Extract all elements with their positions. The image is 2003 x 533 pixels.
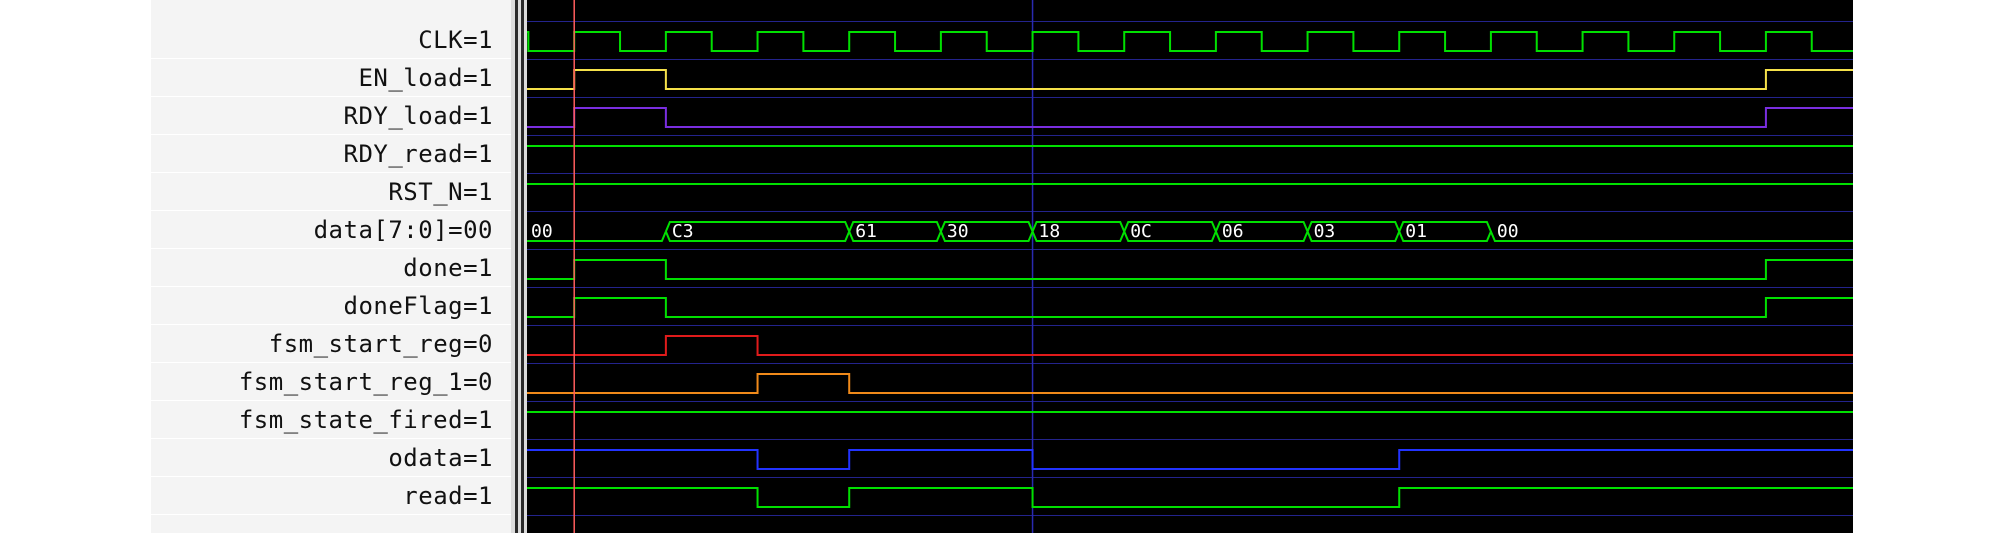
signal-trace	[527, 107, 1853, 128]
waveform-en-load[interactable]	[527, 69, 1853, 90]
signal-value: =00	[448, 216, 493, 244]
clock-trace	[527, 31, 1853, 52]
signal-name: RDY_load	[343, 102, 464, 130]
signal-value: =1	[463, 26, 493, 54]
signal-name: RDY_read	[343, 140, 464, 168]
bus-segment	[1214, 221, 1309, 242]
signal-row-rdy-load[interactable]: RDY_load=1	[151, 98, 511, 135]
signal-trace	[527, 373, 1853, 394]
row-gridlines	[527, 21, 1853, 516]
signal-row-fsm-state-fired[interactable]: fsm_state_fired=1	[151, 402, 511, 439]
signal-value: =1	[463, 406, 493, 434]
signal-row-fsm-start-reg-1[interactable]: fsm_start_reg_1=0	[151, 364, 511, 401]
signal-name: EN_load	[358, 64, 464, 92]
signal-value: =1	[463, 102, 493, 130]
splitter-grip-line	[515, 0, 518, 533]
bus-segment	[1031, 221, 1126, 242]
signal-row-rdy-read[interactable]: RDY_read=1	[151, 136, 511, 173]
signal-value: =1	[463, 444, 493, 472]
signal-value: =1	[463, 254, 493, 282]
signal-value: =1	[463, 140, 493, 168]
signal-value: =1	[463, 178, 493, 206]
bus-value-label: 61	[855, 221, 877, 242]
waveform-doneflag[interactable]	[527, 297, 1853, 318]
signal-row-rst-n[interactable]: RST_N=1	[151, 174, 511, 211]
signal-trace	[527, 487, 1853, 508]
signal-row-data-7-0-[interactable]: data[7:0]=00	[151, 212, 511, 249]
waveform-rdy-load[interactable]	[527, 107, 1853, 128]
bus-value-label: 18	[1039, 221, 1061, 242]
waveform-pane[interactable]: 00 C3 61 30 18 0C 06 03 01 00	[527, 0, 1853, 533]
bus-value-label: 01	[1405, 221, 1427, 242]
signal-trace	[527, 335, 1853, 356]
signal-value: =1	[463, 292, 493, 320]
signal-name: CLK	[418, 26, 464, 54]
signal-row-done[interactable]: done=1	[151, 250, 511, 287]
signal-trace	[527, 297, 1853, 318]
signal-row-fsm-start-reg[interactable]: fsm_start_reg=0	[151, 326, 511, 363]
bus-segment	[1489, 231, 1853, 242]
signal-name: fsm_start_reg_1	[238, 368, 464, 396]
bus-segment	[527, 231, 667, 242]
signal-name: data[7:0]	[313, 216, 449, 244]
signal-row-clk[interactable]: CLK=1	[151, 22, 511, 59]
signal-value: =0	[463, 368, 493, 396]
signal-name: doneFlag	[343, 292, 464, 320]
signal-name: odata	[388, 444, 464, 472]
signal-value: =0	[463, 330, 493, 358]
signal-value: =1	[463, 482, 493, 510]
signal-row-read[interactable]: read=1	[151, 478, 511, 515]
splitter-grip-line	[521, 0, 524, 533]
waveform-fsm-start-reg-1[interactable]	[527, 373, 1853, 394]
signal-row-en-load[interactable]: EN_load=1	[151, 60, 511, 97]
signal-trace	[527, 259, 1853, 280]
bus-value-label: 00	[531, 221, 553, 242]
signal-value: =1	[463, 64, 493, 92]
signal-row-doneflag[interactable]: doneFlag=1	[151, 288, 511, 325]
bus-value-label: 03	[1314, 221, 1336, 242]
waveform-read[interactable]	[527, 487, 1853, 508]
waveform-clk[interactable]	[527, 31, 1853, 52]
signal-name: fsm_state_fired	[238, 406, 464, 434]
bus-value-label: 06	[1222, 221, 1244, 242]
signal-trace	[527, 69, 1853, 90]
bus-value-label: C3	[672, 221, 694, 242]
waveform-odata[interactable]	[527, 449, 1853, 470]
bus-value-label: 0C	[1130, 221, 1152, 242]
bus-value-label: 00	[1497, 221, 1519, 242]
waveform-fsm-start-reg[interactable]	[527, 335, 1853, 356]
signal-name: read	[403, 482, 464, 510]
signal-row-odata[interactable]: odata=1	[151, 440, 511, 477]
signal-name: fsm_start_reg	[268, 330, 464, 358]
signal-trace	[527, 449, 1853, 470]
signal-name: RST_N	[388, 178, 464, 206]
bus-value-label: 30	[947, 221, 969, 242]
waveform-done[interactable]	[527, 259, 1853, 280]
signal-name: done	[403, 254, 464, 282]
waveform-canvas[interactable]: 00 C3 61 30 18 0C 06 03 01 00	[527, 0, 1853, 533]
pane-splitter[interactable]	[511, 0, 527, 533]
waveform-data-7-0-[interactable]: 00 C3 61 30 18 0C 06 03 01 00	[527, 221, 1853, 242]
